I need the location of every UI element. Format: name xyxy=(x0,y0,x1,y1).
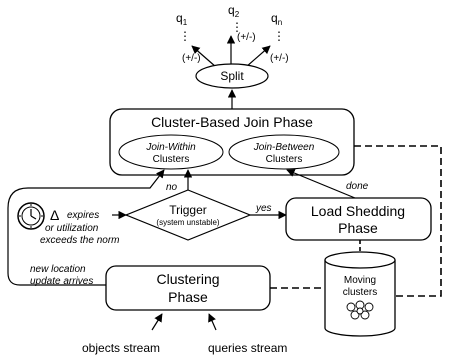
split-node: Split xyxy=(195,63,269,89)
delta-symbol: Δ xyxy=(50,207,59,223)
storage-cylinder: Moving clusters xyxy=(324,251,396,337)
trigger-no-label: no xyxy=(166,182,178,193)
timer-text-line2: or utilization xyxy=(45,223,99,234)
timer-text-line1: expires xyxy=(67,210,99,221)
query-qn-label: qn xyxy=(271,11,282,27)
new-location-line2: update arrives xyxy=(30,276,93,287)
split-label: Split xyxy=(220,69,244,83)
loop-clustering-to-join xyxy=(7,169,165,286)
trigger-node: Trigger (system unstable) xyxy=(124,189,252,241)
join-phase-box: Cluster-Based Join Phase Join-Within Clu… xyxy=(109,108,355,176)
load-shedding-line2: Phase xyxy=(338,220,378,236)
sign-mid: (+/-) xyxy=(237,32,256,43)
q1-letter: q xyxy=(176,11,183,25)
join-within-line2: Clusters xyxy=(153,154,190,165)
trigger-title: Trigger xyxy=(169,203,207,217)
clock-icon xyxy=(17,202,45,230)
load-shedding-rect xyxy=(285,197,432,241)
trigger-subtitle: (system unstable) xyxy=(156,218,219,227)
qn-dots: ⋮ xyxy=(273,29,285,43)
arrow-objects-stream xyxy=(151,313,163,331)
join-within-ellipse xyxy=(118,134,224,170)
join-between-line2: Clusters xyxy=(266,154,303,165)
split-ellipse xyxy=(195,63,269,89)
cluster-blob-icon xyxy=(346,300,374,320)
dashed-join-to-storage xyxy=(354,145,442,297)
clustering-box: Clustering Phase xyxy=(105,265,271,311)
q2-dots: ⋮ xyxy=(231,20,243,34)
join-between-ellipse xyxy=(228,134,340,170)
q1-dots: ⋮ xyxy=(179,29,191,43)
join-within-line1: Join-Within xyxy=(145,142,196,153)
cylinder-body xyxy=(324,260,396,337)
qn-letter: q xyxy=(271,11,278,25)
trigger-yes-label: yes xyxy=(255,203,272,214)
qn-subscript: n xyxy=(278,18,282,27)
load-shedding-box: Load Shedding Phase xyxy=(285,197,432,241)
query-q2-label: q2 xyxy=(228,3,240,19)
join-phase-title: Cluster-Based Join Phase xyxy=(151,114,313,130)
storage-line2: clusters xyxy=(343,287,377,298)
timer-text-line3: exceeds the norm xyxy=(40,235,120,246)
q2-subscript: 2 xyxy=(235,10,240,19)
new-location-line1: new location xyxy=(30,264,86,275)
cylinder-top xyxy=(324,251,396,269)
sign-right: (+/-) xyxy=(270,53,289,64)
clustering-line1: Clustering xyxy=(156,271,219,287)
arrow-to-q1 xyxy=(191,45,217,68)
objects-stream-label: objects stream xyxy=(82,341,160,355)
arrow-to-qn xyxy=(245,45,271,68)
queries-stream-label: queries stream xyxy=(208,341,287,355)
sign-left: (+/-) xyxy=(182,53,201,64)
trigger-diamond xyxy=(124,189,252,241)
load-shedding-line1: Load Shedding xyxy=(311,203,405,219)
storage-line1: Moving xyxy=(344,275,376,286)
arrow-load-shedding-done xyxy=(286,168,356,199)
join-between-line1: Join-Between xyxy=(253,142,315,153)
q2-letter: q xyxy=(228,3,235,17)
q1-subscript: 1 xyxy=(183,18,188,27)
query-q1-label: q1 xyxy=(176,11,188,27)
done-label: done xyxy=(346,181,369,192)
query-outputs: q1 q2 qn ⋮ ⋮ ⋮ (+/-) (+/-) (+/-) xyxy=(176,3,289,68)
clustering-line2: Phase xyxy=(168,289,208,305)
arrow-queries-stream xyxy=(208,313,217,331)
